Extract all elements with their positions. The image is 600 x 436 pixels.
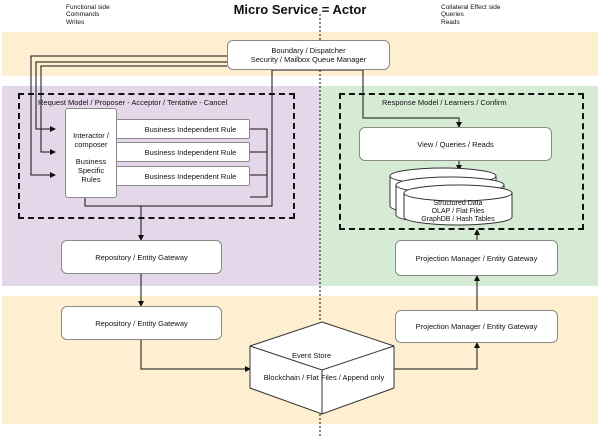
view-queries-box: View / Queries / Reads [359, 127, 552, 161]
business-specific-line-3: Rules [81, 175, 101, 184]
page-title: Micro Service = Actor [233, 2, 367, 17]
repository-gateway-lower: Repository / Entity Gateway [61, 306, 222, 340]
structured-data-label: Structured Data OLAP / Flat Files GraphD… [404, 200, 512, 224]
right-header: Collateral Effect side Queries Reads [441, 4, 501, 26]
boundary-line-1: Boundary / Dispatcher [271, 46, 346, 55]
repository-lower-label: Repository / Entity Gateway [95, 318, 188, 328]
request-model-label: Request Model / Proposer - Acceptor / Te… [38, 98, 228, 107]
business-rule-label-2: Business Independent Rule [144, 147, 237, 157]
structured-line-1: Structured Data [433, 200, 483, 207]
projection-manager-upper: Projection Manager / Entity Gateway [395, 240, 558, 276]
business-rule-box-1: Business Independent Rule [101, 119, 250, 139]
business-rule-label-3: Business Independent Rule [144, 171, 237, 181]
blockchain-label: Blockchain / Flat Files / Append only [263, 373, 385, 382]
interactor-line-2: composer [74, 140, 108, 149]
projection-lower-label: Projection Manager / Entity Gateway [415, 322, 538, 331]
structured-line-3: GraphDB / Hash Tables [421, 216, 495, 224]
response-model-group [339, 93, 584, 230]
structured-line-2: OLAP / Flat Files [431, 208, 485, 216]
right-header-line-3: Reads [441, 18, 460, 26]
business-rule-label-1: Business Independent Rule [144, 124, 237, 134]
repository-upper-label: Repository / Entity Gateway [95, 252, 188, 262]
right-header-line-1: Collateral Effect side [441, 4, 501, 11]
projection-upper-label: Projection Manager / Entity Gateway [415, 253, 538, 263]
business-specific-line-2: Specific [77, 166, 105, 175]
request-model-group [18, 93, 295, 219]
left-header-line-1: Functional side [66, 4, 110, 11]
boundary-dispatcher-box: Boundary / Dispatcher Security / Mailbox… [227, 40, 390, 70]
left-header-line-3: Writes [66, 18, 85, 26]
view-label: View / Queries / Reads [417, 139, 494, 149]
business-rule-box-3: Business Independent Rule [101, 166, 250, 186]
right-header-line-2: Queries [441, 11, 464, 19]
business-specific-line-1: Business [75, 157, 107, 166]
repository-gateway-upper: Repository / Entity Gateway [61, 240, 222, 274]
projection-manager-lower: Projection Manager / Entity Gateway [395, 310, 558, 343]
interactor-composer-box: Interactor / composer Business Specific … [65, 108, 117, 198]
interactor-line-1: Interactor / [73, 131, 109, 140]
boundary-line-2: Security / Mailbox Queue Manager [250, 55, 367, 64]
left-header-line-2: Commands [66, 11, 100, 19]
left-header: Functional side Commands Writes [66, 4, 110, 26]
event-store-label: Event Store [292, 351, 332, 360]
response-model-label: Response Model / Learners / Confirm [382, 98, 507, 107]
